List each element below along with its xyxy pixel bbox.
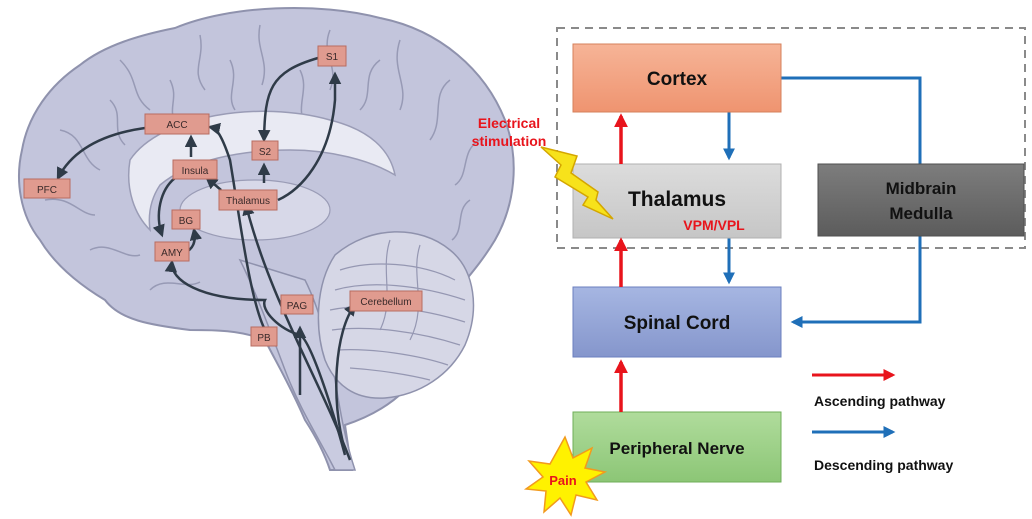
region-s2: S2	[259, 147, 272, 158]
box-cortex: Cortex	[573, 44, 781, 112]
spinal-cord-label: Spinal Cord	[624, 313, 731, 334]
pain-label: Pain	[549, 473, 577, 488]
region-pfc: PFC	[37, 185, 57, 196]
midbrain-label: Midbrain	[886, 179, 957, 198]
box-midbrain-medulla: Midbrain Medulla	[818, 164, 1024, 236]
electrical-stimulation-line1: Electrical	[478, 115, 540, 131]
legend-ascending-label: Ascending pathway	[814, 393, 946, 409]
medulla-label: Medulla	[889, 204, 953, 223]
region-thalamus: Thalamus	[226, 196, 270, 207]
legend-descending-label: Descending pathway	[814, 457, 953, 473]
box-thalamus: Thalamus VPM/VPL	[573, 164, 781, 238]
region-pb: PB	[257, 333, 271, 344]
pain-pathway-diagram: Cortex Thalamus VPM/VPL Midbrain Medulla…	[472, 28, 1025, 515]
brain-illustration: S1 ACC S2 Insula PFC Thalamus BG AMY PAG…	[19, 8, 514, 470]
legend: Ascending pathway Descending pathway	[812, 375, 953, 473]
region-bg: BG	[179, 216, 194, 227]
thalamus-sub-label: VPM/VPL	[683, 217, 745, 233]
region-cerebellum: Cerebellum	[360, 297, 411, 308]
peripheral-nerve-label: Peripheral Nerve	[609, 439, 744, 458]
region-pag: PAG	[287, 301, 308, 312]
region-s1: S1	[326, 52, 339, 63]
region-acc: ACC	[166, 120, 187, 131]
cortex-label: Cortex	[647, 69, 708, 90]
thalamus-label: Thalamus	[628, 188, 726, 211]
region-insula: Insula	[182, 166, 209, 177]
box-spinal-cord: Spinal Cord	[573, 287, 781, 357]
electrical-stimulation-line2: stimulation	[472, 133, 547, 149]
region-amy: AMY	[161, 248, 183, 259]
